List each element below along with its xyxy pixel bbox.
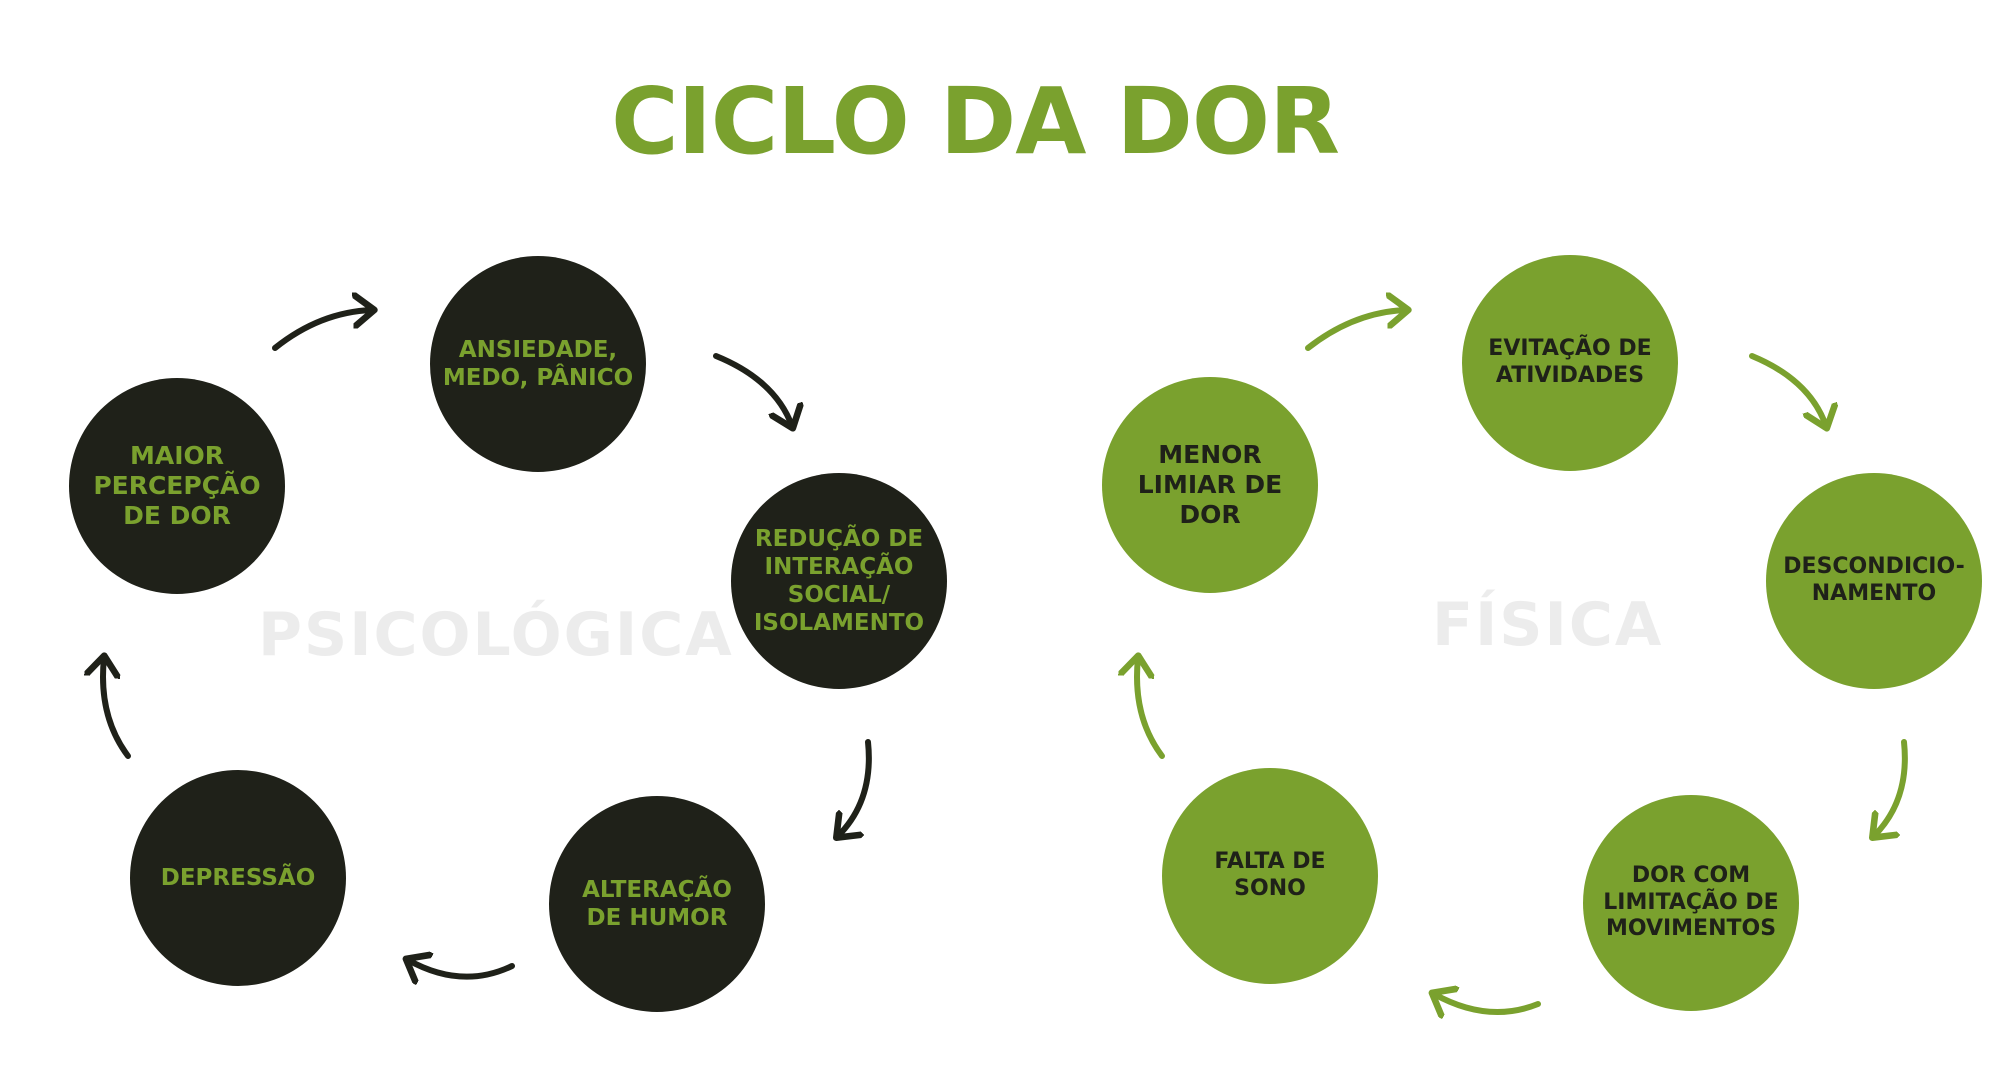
arrow-icon bbox=[408, 960, 515, 977]
node-label: MAIOR PERCEPÇÃO DE DOR bbox=[93, 441, 261, 530]
node-label: DOR COM LIMITAÇÃO DE MOVIMENTOS bbox=[1603, 862, 1779, 942]
node-label: DEPRESSÃO bbox=[160, 864, 316, 891]
node-maior-percepcao: MAIOR PERCEPÇÃO DE DOR bbox=[69, 378, 285, 594]
node-depressao: DEPRESSÃO bbox=[130, 770, 346, 986]
arrow-icon bbox=[713, 353, 792, 426]
node-label: ALTERAÇÃO DE HUMOR bbox=[582, 876, 732, 931]
node-alteracao-humor: ALTERAÇÃO DE HUMOR bbox=[549, 796, 765, 1012]
node-label: FALTA DE SONO bbox=[1214, 849, 1326, 901]
arrow-icon bbox=[1305, 310, 1406, 351]
node-evitacao: EVITAÇÃO DE ATIVIDADES bbox=[1462, 255, 1678, 471]
node-dor-limitacao: DOR COM LIMITAÇÃO DE MOVIMENTOS bbox=[1583, 795, 1799, 1011]
node-label: ANSIEDADE, MEDO, PÂNICO bbox=[442, 336, 634, 391]
arrow-icon bbox=[1137, 658, 1165, 759]
node-reducao-interacao: REDUÇÃO DE INTERAÇÃO SOCIAL/ ISOLAMENTO bbox=[731, 473, 947, 689]
node-label: DESCONDICIO- NAMENTO bbox=[1783, 554, 1965, 606]
node-falta-sono: FALTA DE SONO bbox=[1162, 768, 1378, 984]
node-label: EVITAÇÃO DE ATIVIDADES bbox=[1488, 336, 1652, 388]
page-title: CICLO DA DOR bbox=[611, 68, 1340, 175]
arrow-icon bbox=[1434, 994, 1541, 1012]
node-label: REDUÇÃO DE INTERAÇÃO SOCIAL/ ISOLAMENTO bbox=[753, 525, 925, 637]
node-ansiedade: ANSIEDADE, MEDO, PÂNICO bbox=[430, 256, 646, 472]
arrow-icon bbox=[1874, 739, 1908, 836]
arrow-icon bbox=[103, 658, 131, 759]
arrow-icon bbox=[272, 310, 372, 351]
arrow-icon bbox=[838, 739, 872, 836]
node-label: MENOR LIMIAR DE DOR bbox=[1137, 440, 1283, 529]
node-descondicionamento: DESCONDICIO- NAMENTO bbox=[1766, 473, 1982, 689]
node-menor-limiar: MENOR LIMIAR DE DOR bbox=[1102, 377, 1318, 593]
psicologica-cycle-label: PSICOLÓGICA bbox=[258, 600, 734, 670]
arrow-icon bbox=[1749, 353, 1826, 426]
fisica-cycle-label: FÍSICA bbox=[1432, 590, 1664, 660]
